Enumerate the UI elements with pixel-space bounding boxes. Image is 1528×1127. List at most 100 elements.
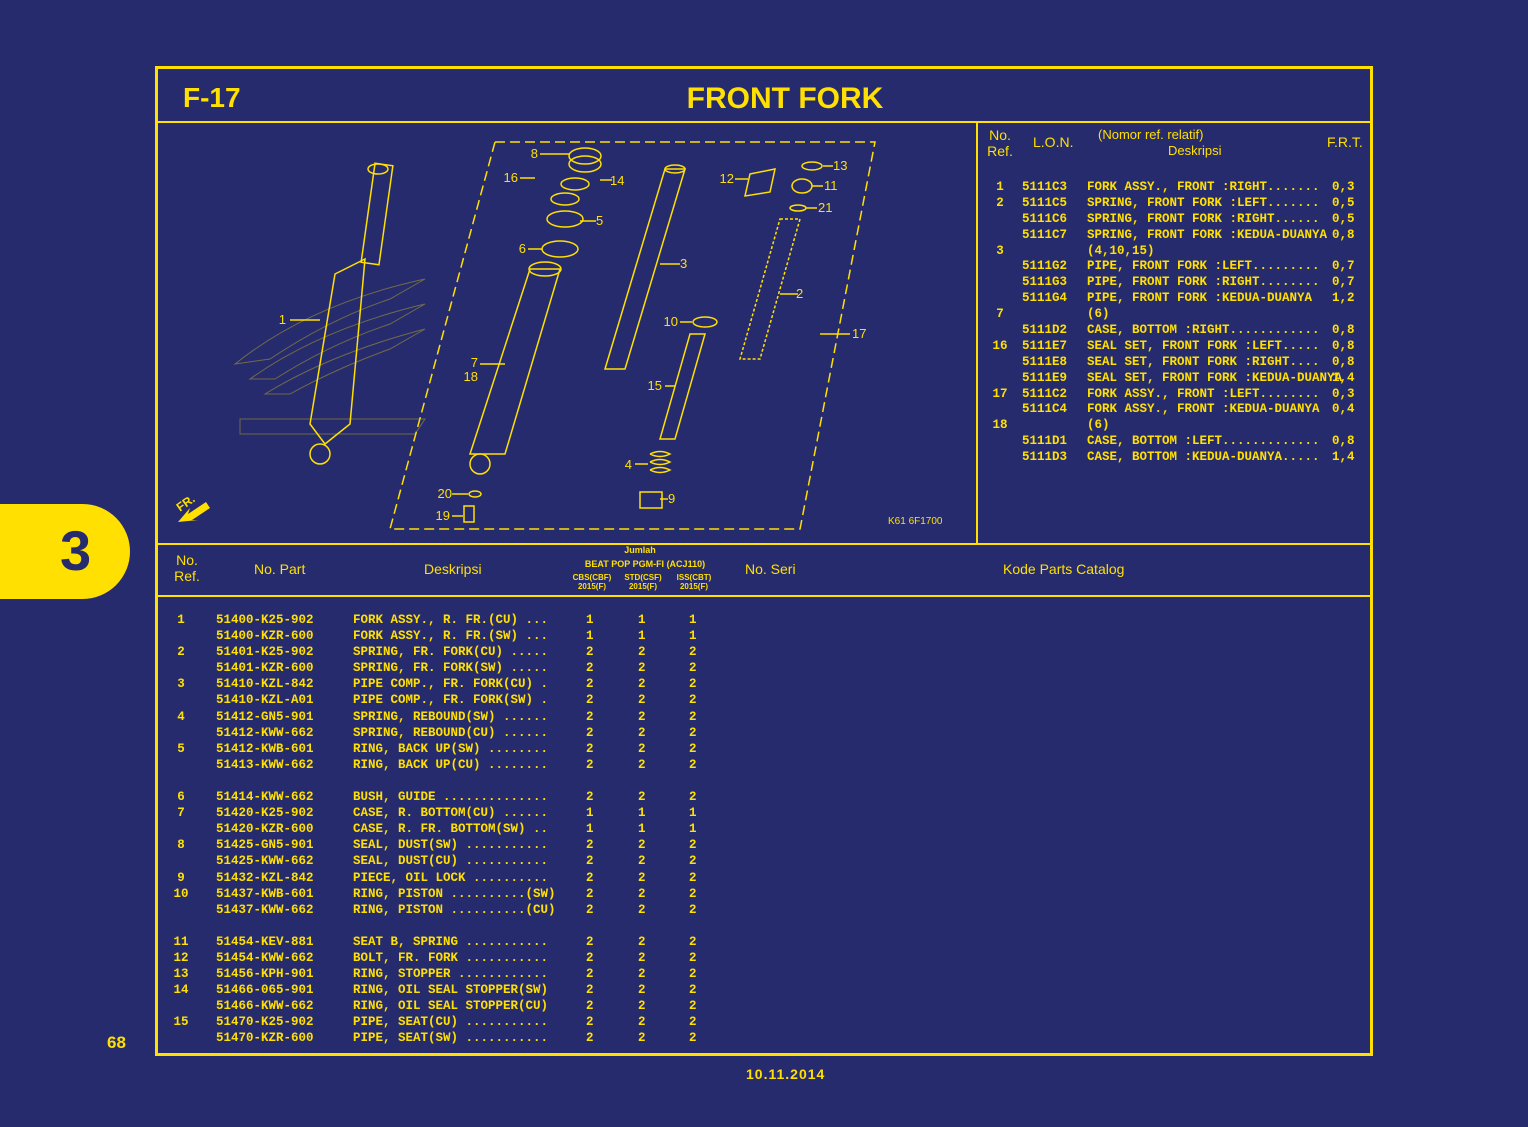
callout-13: 13 [833,158,847,173]
lon-desc: PIPE, FRONT FORK :RIGHT........ [1087,275,1320,290]
parts-qty-iss: 2 [689,1031,697,1046]
parts-col-kode: Kode Parts Catalog [1003,561,1125,577]
lon-code: 5111E8 [1022,354,1068,369]
lon-code: 5111G3 [1022,275,1068,290]
parts-qty-std: 2 [638,709,646,724]
callout-21: 21 [818,200,832,215]
parts-qty-iss: 2 [689,741,697,756]
parts-number: 51410-KZL-A01 [216,693,314,708]
parts-number: 51425-GN5-901 [216,838,314,853]
page-title: FRONT FORK [686,82,884,115]
parts-desc: SEAL, DUST(CU) ........... [353,854,549,869]
parts-number: 51412-GN5-901 [216,709,314,724]
callout-3: 3 [680,256,687,271]
lon-code: 5111G2 [1022,259,1068,274]
parts-qty-cbs: 2 [586,999,594,1014]
callout-15: 15 [648,378,662,393]
lon-code: 5111D1 [1022,434,1068,449]
lon-row: 5111G3 PIPE, FRONT FORK :RIGHT........ 0,7 [990,275,1360,291]
header-divider [157,121,1371,123]
parts-qty-iss: 1 [689,613,697,627]
parts-qty-std: 2 [638,757,646,772]
parts-qty-std: 2 [638,983,646,998]
parts-col-model: BEAT POP PGM-FI (ACJ110) [584,559,706,569]
section-tab: 3 [0,504,130,599]
parts-qty-iss: 2 [689,967,697,982]
parts-col-jumlah: Jumlah [624,545,656,555]
parts-qty-iss: 2 [689,645,697,660]
lon-desc: (6) [1087,307,1110,322]
callout-12: 12 [720,171,734,186]
lon-frt: 0,8 [1332,354,1355,369]
parts-qty-cbs: 2 [586,1031,594,1046]
parts-desc: CASE, R. FR. BOTTOM(SW) .. [353,822,549,837]
lon-frt: 1,4 [1332,370,1355,385]
parts-qty-std: 2 [638,741,646,756]
lon-frt: 0,8 [1332,338,1355,353]
parts-qty-iss: 2 [689,838,697,853]
parts-qty-iss: 2 [689,677,697,692]
diagram-code: K61 6F1700 [888,516,943,527]
parts-qty-std: 1 [638,629,646,644]
parts-desc: PIPE, SEAT(SW) ........... [353,1031,549,1046]
lon-row: 5111E8 SEAL SET, FRONT FORK :RIGHT.... 0,8 [990,355,1360,371]
parts-qty-std: 2 [638,950,646,965]
callout-7: 7 [471,355,478,370]
parts-number: 51437-KWW-662 [216,902,314,917]
parts-ref: 9 [177,870,185,885]
lon-desc: SPRING, FRONT FORK :RIGHT...... [1087,211,1320,226]
lon-col-desc-sub: (Nomor ref. relatif) [1098,127,1204,142]
lon-desc: CASE, BOTTOM :RIGHT............ [1087,323,1320,338]
parts-qty-cbs: 2 [586,886,594,901]
lon-frt: 0,7 [1332,275,1355,290]
lon-desc: SPRING, FRONT FORK :KEDUA-DUANYA [1087,227,1328,242]
parts-qty-cbs: 2 [586,661,594,676]
lon-row: 7(6) [990,307,1360,323]
parts-desc: FORK ASSY., R. FR.(CU) ... [353,613,549,627]
parts-desc: RING, PISTON ..........(CU) [353,902,556,917]
callout-8: 8 [531,146,538,161]
parts-qty-std: 2 [638,790,646,805]
parts-row: 51470-KZR-600 PIPE, SEAT(SW) ........... 2… [170,1031,730,1047]
parts-qty-cbs: 2 [586,854,594,869]
parts-col-desc: Deskripsi [424,561,482,577]
parts-number: 51400-K25-902 [216,613,314,627]
lon-desc: FORK ASSY., FRONT :RIGHT....... [1087,180,1320,194]
lon-frt: 1,2 [1332,291,1355,306]
parts-desc: SPRING, REBOUND(CU) ...... [353,725,549,740]
parts-qty-std: 1 [638,806,646,821]
parts-qty-iss: 1 [689,806,697,821]
lon-frt: 0,3 [1332,386,1355,401]
parts-desc: SEAL, DUST(SW) ........... [353,838,549,853]
parts-desc: BOLT, FR. FORK ........... [353,950,549,965]
parts-table: 1 51400-K25-902 FORK ASSY., R. FR.(CU) ...… [170,613,730,1048]
assembled-fork [309,162,394,465]
parts-ref: 11 [173,934,189,949]
parts-number: 51412-KWB-601 [216,741,314,756]
parts-qty-cbs: 2 [586,757,594,772]
parts-number: 51470-KZR-600 [216,1031,314,1046]
lon-desc: SEAL SET, FRONT FORK :RIGHT.... [1087,354,1320,369]
parts-qty-iss: 2 [689,757,697,772]
parts-qty-std: 2 [638,854,646,869]
parts-ref: 7 [177,806,185,821]
parts-number: 51454-KEV-881 [216,934,314,949]
parts-desc: PIPE COMP., FR. FORK(SW) . [353,693,549,708]
lon-frt: 1,4 [1332,450,1355,465]
parts-number: 51466-KWW-662 [216,999,314,1014]
parts-qty-std: 2 [638,645,646,660]
parts-desc: PIECE, OIL LOCK .......... [353,870,549,885]
callout-16: 16 [504,170,518,185]
